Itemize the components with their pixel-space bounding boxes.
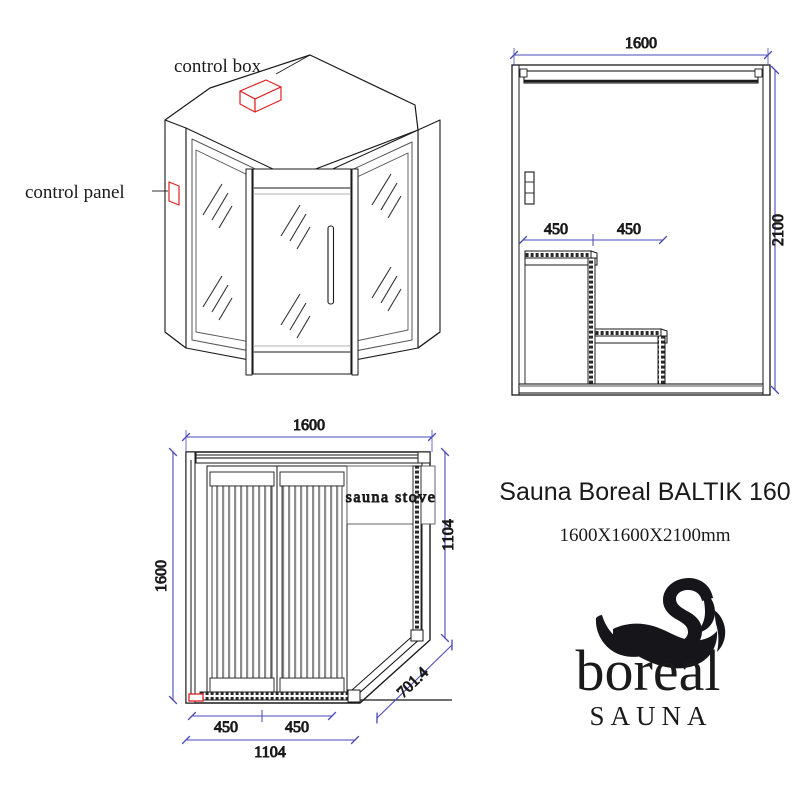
dim-elevation-bench-b: 450 bbox=[617, 221, 641, 238]
bench-left-end-top bbox=[210, 472, 274, 486]
dim-plan-inner-right: 1104 bbox=[440, 519, 457, 550]
lower-bench-apron bbox=[595, 336, 667, 343]
dim-plan-width: 1600 bbox=[293, 417, 325, 434]
door-frame bbox=[253, 169, 351, 374]
bench-right-end-top bbox=[280, 472, 344, 486]
header-bracket-left bbox=[520, 69, 527, 77]
bench-right-end-bottom bbox=[280, 678, 344, 692]
control-box-label: control box bbox=[174, 56, 262, 77]
product-size: 1600X1600X2100mm bbox=[560, 525, 731, 546]
brand-wordmark: boreal bbox=[576, 638, 721, 703]
dim-elevation-bench-a: 450 bbox=[544, 221, 568, 238]
plan-top-wall bbox=[194, 455, 422, 463]
brand-subtitle: SAUNA bbox=[589, 701, 712, 731]
left-corner-post bbox=[165, 120, 186, 348]
plan-control-panel bbox=[189, 694, 203, 701]
dim-elevation-width: 1600 bbox=[625, 35, 657, 52]
door-threshold bbox=[200, 692, 352, 700]
dim-plan-bench-a: 450 bbox=[214, 719, 238, 736]
control-panel-red bbox=[169, 182, 179, 205]
product-title: Sauna Boreal BALTIK 160 bbox=[499, 478, 790, 506]
door-stile-right bbox=[352, 169, 358, 375]
door-stile-left bbox=[246, 169, 252, 375]
lower-bench-slat-top bbox=[595, 329, 661, 336]
plan-corner-post-diag-top bbox=[411, 630, 423, 641]
upper-bench-apron bbox=[525, 258, 597, 265]
control-panel-label: control panel bbox=[25, 182, 125, 203]
isometric-view bbox=[152, 55, 440, 375]
header-bracket-right bbox=[755, 69, 762, 77]
upper-bench-slat-top bbox=[525, 251, 591, 258]
door-handle[interactable] bbox=[328, 226, 334, 304]
dim-plan-depth: 1600 bbox=[153, 560, 170, 592]
elevation-control-panel bbox=[525, 172, 534, 204]
sauna-stove-label: sauna stove bbox=[346, 489, 437, 506]
bench-left-slats bbox=[212, 486, 272, 678]
plan-corner-post-tr bbox=[418, 452, 430, 463]
bench-panel-left bbox=[207, 466, 277, 696]
upper-bench-riser bbox=[588, 258, 595, 392]
bench-panel-right bbox=[277, 466, 347, 696]
dim-elevation-height: 2100 bbox=[770, 214, 787, 246]
plan-corner-post-bottom bbox=[348, 690, 360, 702]
door-assembly bbox=[253, 167, 352, 375]
elevation-view: 1600 2100 450 450 bbox=[512, 35, 787, 395]
bench-right-slats bbox=[282, 486, 342, 678]
bench-left-end-bottom bbox=[210, 678, 274, 692]
dim-plan-front-face: 1104 bbox=[254, 744, 285, 761]
right-corner-post bbox=[418, 120, 440, 348]
dim-plan-bench-b: 450 bbox=[285, 719, 309, 736]
